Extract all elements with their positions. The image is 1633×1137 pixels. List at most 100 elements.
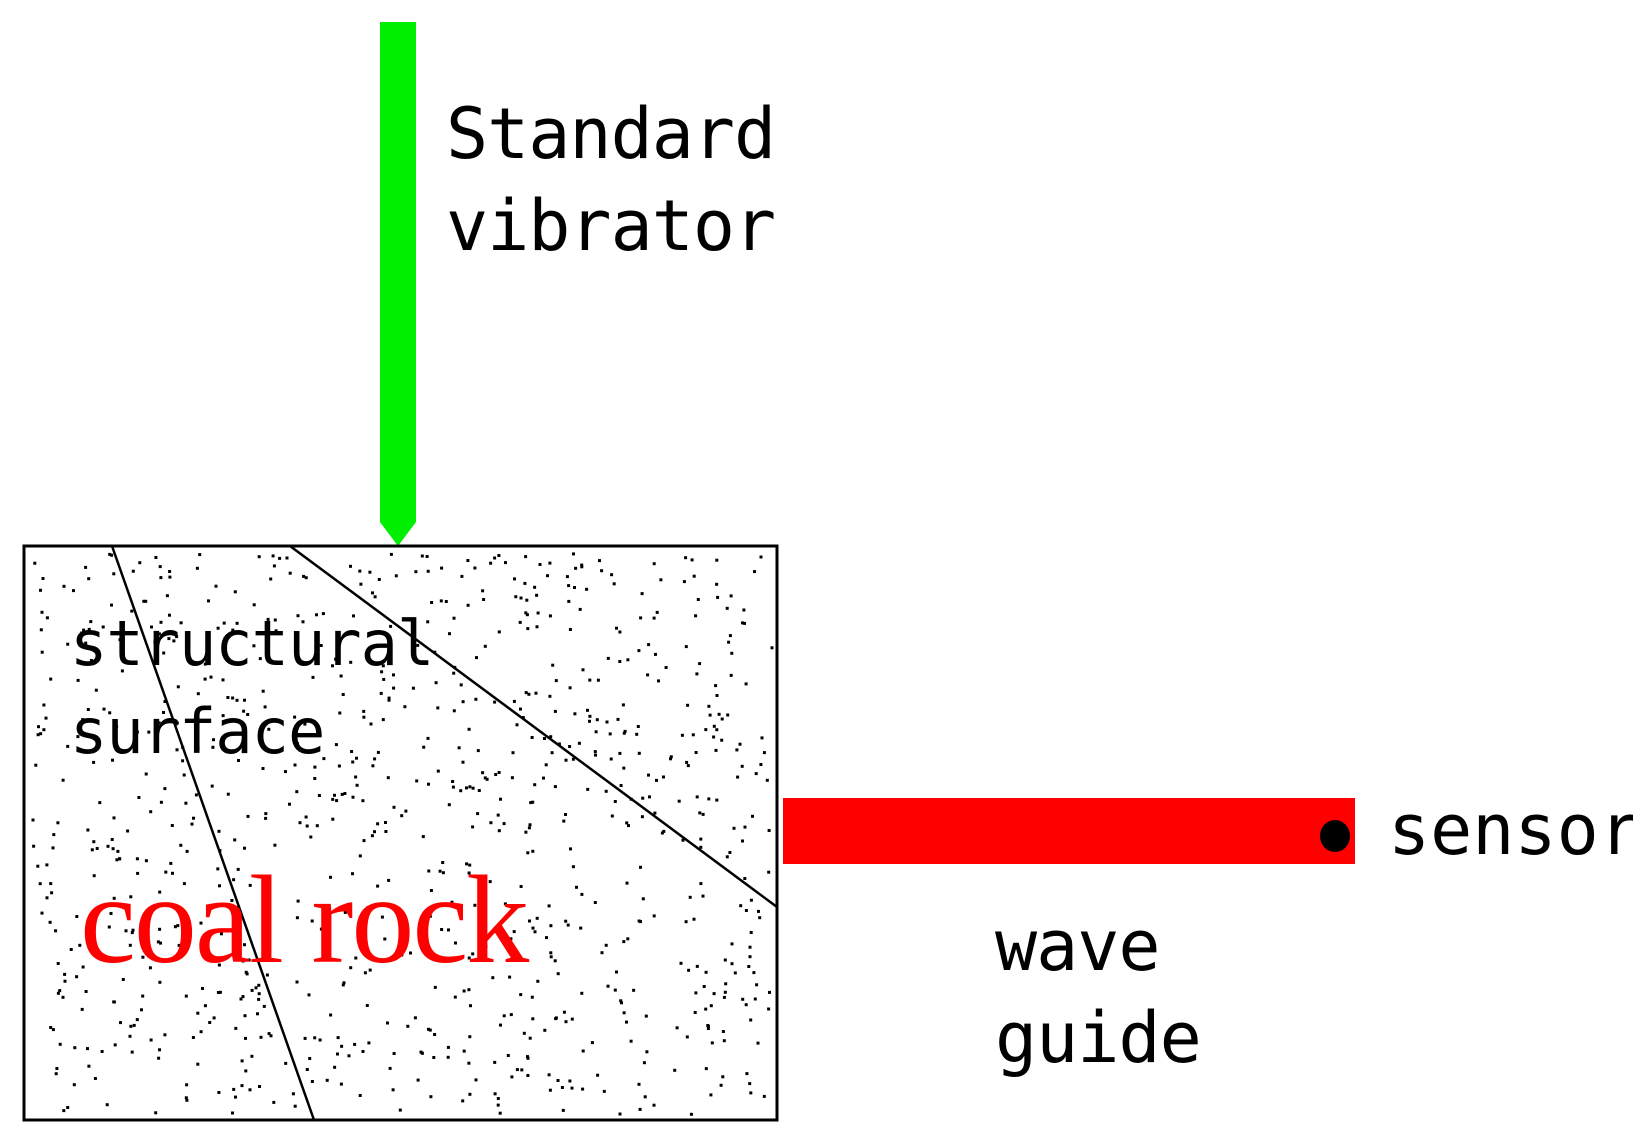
rock-speckle: [570, 1017, 574, 1021]
rock-speckle: [349, 564, 352, 568]
rock-speckle: [49, 882, 53, 886]
rock-speckle: [392, 805, 396, 809]
rock-speckle: [681, 838, 685, 842]
rock-speckle: [707, 797, 711, 801]
rock-speckle: [184, 801, 188, 805]
rock-speckle: [447, 928, 450, 932]
rock-speckle: [704, 1067, 708, 1071]
rock-speckle: [248, 883, 252, 887]
rock-speckle: [427, 869, 431, 873]
rock-speckle: [459, 683, 463, 687]
rock-speckle: [216, 991, 220, 994]
rock-speckle: [535, 625, 539, 629]
rock-speckle: [126, 631, 129, 634]
rock-speckle: [467, 988, 471, 992]
rock-speckle: [749, 1091, 753, 1095]
rock-speckle: [45, 616, 49, 620]
rock-speckle: [394, 574, 398, 578]
rock-speckle: [243, 943, 246, 947]
rock-speckle: [533, 930, 537, 934]
rock-speckle: [468, 863, 472, 867]
rock-speckle: [744, 1003, 748, 1007]
rock-speckle: [184, 1096, 188, 1100]
rock-speckle: [231, 628, 235, 632]
rock-speckle: [367, 1041, 371, 1045]
rock-speckle: [526, 851, 530, 855]
rock-speckle: [659, 578, 663, 582]
rock-speckle: [288, 802, 291, 806]
rock-speckle: [168, 575, 172, 579]
rock-speckle: [58, 1042, 62, 1046]
rock-speckle: [729, 594, 733, 598]
rock-speckle: [613, 800, 617, 803]
rock-speckle: [257, 992, 261, 996]
rock-speckle: [48, 920, 52, 924]
rock-speckle: [698, 662, 702, 666]
rock-speckle: [31, 818, 35, 822]
rock-speckle: [420, 554, 424, 558]
rock-speckle: [353, 1042, 357, 1046]
rock-speckle: [483, 776, 487, 780]
rock-speckle: [699, 845, 703, 849]
rock-speckle: [554, 679, 558, 683]
rock-speckle: [158, 927, 162, 931]
rock-speckle: [389, 552, 393, 556]
rock-speckle: [309, 835, 313, 839]
rock-speckle: [515, 1068, 519, 1072]
rock-speckle: [168, 570, 172, 573]
rock-speckle: [244, 1036, 247, 1040]
rock-speckle: [334, 743, 338, 747]
rock-speckle: [331, 817, 335, 821]
rock-speckle: [581, 668, 585, 672]
rock-speckle: [481, 771, 485, 775]
coal-rock-label: coal rock: [80, 851, 529, 990]
rock-speckle: [556, 972, 560, 976]
rock-speckle: [366, 906, 370, 910]
rock-speckle: [727, 640, 731, 644]
rock-speckle: [80, 1007, 84, 1011]
rock-speckle: [381, 718, 385, 722]
rock-speckle: [428, 914, 432, 918]
rock-speckle: [78, 943, 82, 947]
rock-speckle: [586, 787, 590, 791]
rock-speckle: [686, 764, 690, 768]
rock-speckle: [109, 912, 113, 915]
rock-speckle: [336, 1052, 339, 1056]
rock-speckle: [138, 561, 142, 565]
rock-speckle: [147, 730, 151, 734]
rock-speckle: [87, 627, 91, 631]
rock-speckle: [433, 1033, 437, 1036]
rock-speckle: [685, 1035, 689, 1039]
rock-speckle: [62, 584, 66, 588]
rock-speckle: [365, 1004, 369, 1007]
rock-speckle: [84, 990, 88, 993]
rock-speckle: [553, 709, 557, 713]
wave-guide-label: wave guide: [995, 900, 1202, 1084]
rock-speckle: [131, 569, 135, 573]
rock-speckle: [349, 660, 353, 664]
rock-speckle: [574, 566, 578, 570]
rock-speckle: [310, 919, 314, 923]
rock-speckle: [557, 742, 561, 746]
rock-speckle: [81, 718, 85, 722]
rock-speckle: [481, 589, 485, 593]
rock-speckle: [49, 1026, 53, 1029]
rock-speckle: [252, 603, 256, 607]
rock-speckle: [580, 892, 584, 896]
rock-speckle: [369, 722, 373, 726]
rock-speckle: [89, 659, 93, 662]
rock-speckle: [474, 1078, 478, 1082]
rock-speckle: [50, 891, 54, 895]
rock-speckle: [208, 1021, 212, 1024]
rock-speckle: [508, 975, 512, 979]
rock-speckle: [694, 751, 698, 754]
rock-speckle: [604, 943, 608, 947]
rock-speckle: [733, 971, 737, 975]
rock-speckle: [159, 941, 162, 945]
rock-speckle: [701, 812, 705, 816]
rock-speckle: [278, 556, 282, 560]
rock-speckle: [343, 792, 347, 795]
rock-speckle: [55, 1067, 59, 1070]
rock-speckle: [118, 857, 122, 861]
rock-speckle: [39, 588, 42, 592]
